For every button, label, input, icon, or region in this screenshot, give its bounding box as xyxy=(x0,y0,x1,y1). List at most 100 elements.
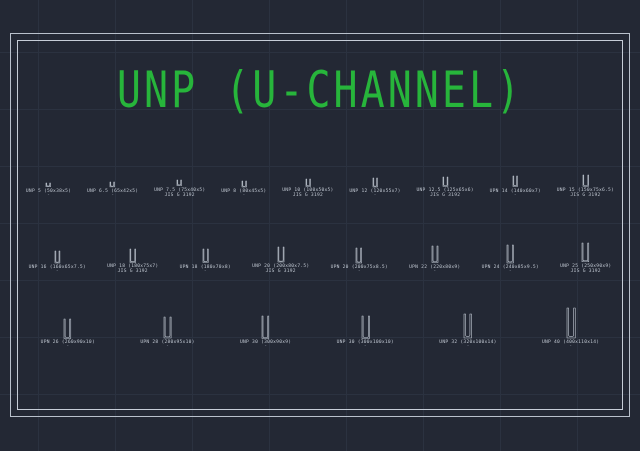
profile-designation-label: UNP 16 (160x65x7.5) xyxy=(28,264,86,270)
u-channel-profile-icon xyxy=(305,152,311,187)
profile-label-group: UNP 8 (80x45x5)- xyxy=(221,189,266,199)
profile-standard-label: JIS G 3192 xyxy=(570,193,601,199)
profile-label-group: UNP 16 (160x65x7.5)- xyxy=(29,265,86,275)
u-channel-profile-icon xyxy=(277,228,285,263)
profile-standard-label: - xyxy=(55,268,59,274)
profile-item[interactable]: UNP 16 (160x65x7.5)- xyxy=(29,229,86,275)
u-channel-profile-icon xyxy=(241,153,247,187)
profile-designation-label: UNP 7.5 (75x40x5) xyxy=(154,188,206,193)
profile-label-group: UPN 24 (240x85x9.5)- xyxy=(482,265,539,275)
profile-designation-label: UNP 12 (120x55x7) xyxy=(349,188,401,194)
u-channel-profile-icon xyxy=(45,153,52,187)
profile-label-group: UNP 30 (300x90x9)- xyxy=(240,340,291,350)
u-channel-profile-icon xyxy=(110,153,116,187)
profile-label-group: UPN 18 (180x70x8)- xyxy=(180,265,231,275)
profile-item[interactable]: UNP 10 (100x50x5)JIS G 3192 xyxy=(282,152,333,198)
sheet-border-outer xyxy=(10,33,630,417)
profile-designation-label: UPN 28 (280x95x10) xyxy=(140,340,195,345)
profile-label-group: UPN 28 (280x95x10)- xyxy=(140,340,194,350)
profile-label-group: UPN 22 (220x80x9)- xyxy=(409,265,460,275)
profile-standard-label: JIS G 3192 xyxy=(164,193,195,199)
profile-label-group: UNP 32 (320x100x14)- xyxy=(439,340,496,350)
profile-standard-label: - xyxy=(363,344,367,350)
profile-standard-label: - xyxy=(513,192,517,198)
profile-standard-label: - xyxy=(466,344,470,350)
profile-item[interactable]: UNP 20 (200x80x7.5)JIS G 3192 xyxy=(252,228,309,274)
u-channel-profile-icon xyxy=(356,229,363,263)
profile-label-group: UNP 5 (50x38x5)- xyxy=(26,189,71,199)
profile-item[interactable]: UNP 7.5 (75x40x5)JIS G 3192 xyxy=(154,152,205,198)
profile-row: UNP 16 (160x65x7.5)-UNP 18 (180x75x7)JIS… xyxy=(18,228,622,274)
u-channel-profile-icon xyxy=(54,229,60,263)
profile-item[interactable]: UNP 32 (320x100x14)- xyxy=(439,304,496,350)
profile-designation-label: UNP 5 (50x38x5) xyxy=(25,188,72,194)
profile-item[interactable]: UPN 24 (240x85x9.5)- xyxy=(482,229,539,275)
profile-item[interactable]: UPN 22 (220x80x9)- xyxy=(409,229,460,275)
profile-designation-label: UNP 18 (180x75x7) xyxy=(107,264,159,269)
u-channel-profile-icon xyxy=(442,152,448,187)
profile-standard-label: JIS G 3192 xyxy=(117,269,148,275)
profile-item[interactable]: UPN 28 (280x95x10)- xyxy=(140,304,194,350)
profile-designation-label: UPN 22 (220x80x9) xyxy=(409,264,461,270)
u-channel-profile-icon xyxy=(129,228,136,263)
profile-designation-label: UNP 32 (320x100x14) xyxy=(439,340,497,345)
u-channel-profile-icon xyxy=(512,153,518,187)
profile-standard-label: JIS G 3192 xyxy=(430,193,461,199)
profile-row: UNP 5 (50x38x5)-UNP 6.5 (65x42x5)-UNP 7.… xyxy=(18,152,622,198)
profile-standard-label: - xyxy=(264,344,268,350)
profile-item[interactable]: UNP 5 (50x38x5)- xyxy=(26,153,71,199)
u-channel-profile-icon xyxy=(582,228,590,263)
profile-designation-label: UNP 6.5 (65x42x5) xyxy=(86,188,139,194)
profile-designation-label: UNP 30 (300x90x9) xyxy=(239,340,292,345)
profile-item[interactable]: UPN 26 (260x90x10)- xyxy=(41,304,95,350)
profile-label-group: UPN 20 (200x75x8.5)- xyxy=(331,265,388,275)
profile-item[interactable]: UNP 30 (300x100x10)- xyxy=(337,304,394,350)
profile-item[interactable]: UNP 30 (300x90x9)- xyxy=(240,304,291,350)
profile-designation-label: UPN 24 (240x85x9.5) xyxy=(481,264,539,270)
profile-label-group: UNP 10 (100x50x5)JIS G 3192 xyxy=(282,188,333,198)
profile-standard-label: JIS G 3192 xyxy=(265,269,296,275)
profile-item[interactable]: UPN 20 (200x75x8.5)- xyxy=(331,229,388,275)
profile-label-group: UNP 7.5 (75x40x5)JIS G 3192 xyxy=(154,188,205,198)
u-channel-profile-icon xyxy=(566,304,576,339)
profile-item[interactable]: UNP 8 (80x45x5)- xyxy=(221,153,266,199)
profile-designation-label: UNP 15 (150x75x6.5) xyxy=(556,188,615,193)
profile-label-group: UNP 18 (180x75x7)JIS G 3192 xyxy=(107,264,158,274)
sheet-border-inner xyxy=(17,40,623,410)
u-channel-profile-icon xyxy=(463,304,473,339)
profile-label-group: UNP 12 (120x55x7)- xyxy=(349,189,400,199)
profile-row: UPN 26 (260x90x10)-UPN 28 (280x95x10)-UN… xyxy=(18,304,622,350)
profile-item[interactable]: UNP 6.5 (65x42x5)- xyxy=(87,153,138,199)
profile-label-group: UPN 14 (140x60x7)- xyxy=(490,189,541,199)
profile-item[interactable]: UNP 40 (400x110x14)- xyxy=(542,304,599,350)
profile-standard-label: - xyxy=(111,192,115,198)
profile-item[interactable]: UPN 18 (180x70x8)- xyxy=(180,229,231,275)
profile-designation-label: UNP 12.5 (125x65x6) xyxy=(416,188,474,193)
profile-label-group: UPN 26 (260x90x10)- xyxy=(41,340,95,350)
profile-designation-label: UNP 25 (250x90x9) xyxy=(560,264,612,269)
profile-label-group: UNP 30 (300x100x10)- xyxy=(337,340,394,350)
profile-label-group: UNP 40 (400x110x14)- xyxy=(542,340,599,350)
profile-designation-label: UNP 20 (200x80x7.5) xyxy=(252,264,310,269)
profile-item[interactable]: UPN 14 (140x60x7)- xyxy=(490,153,541,199)
u-channel-profile-icon xyxy=(431,229,439,263)
profile-standard-label: JIS G 3192 xyxy=(570,269,601,275)
u-channel-profile-icon xyxy=(582,152,589,187)
profile-item[interactable]: UNP 12 (120x55x7)- xyxy=(349,153,400,199)
u-channel-profile-icon xyxy=(202,229,209,263)
u-channel-profile-icon xyxy=(372,153,378,187)
profile-standard-label: - xyxy=(433,268,437,274)
profile-standard-label: JIS G 3192 xyxy=(292,193,323,199)
profile-item[interactable]: UNP 18 (180x75x7)JIS G 3192 xyxy=(107,228,158,274)
u-channel-profile-icon xyxy=(506,229,514,263)
profile-label-group: UNP 6.5 (65x42x5)- xyxy=(87,189,138,199)
profile-item[interactable]: UNP 15 (150x75x6.5)JIS G 3192 xyxy=(557,152,614,198)
profile-standard-label: - xyxy=(166,344,169,350)
profile-item[interactable]: UNP 25 (250x90x9)JIS G 3192 xyxy=(560,228,611,274)
page-title: UNP (U-CHANNEL) xyxy=(116,62,524,120)
profile-designation-label: UPN 14 (140x60x7) xyxy=(489,188,541,194)
u-channel-profile-icon xyxy=(177,152,183,187)
profile-standard-label: - xyxy=(373,192,377,198)
profile-item[interactable]: UNP 12.5 (125x65x6)JIS G 3192 xyxy=(417,152,474,198)
